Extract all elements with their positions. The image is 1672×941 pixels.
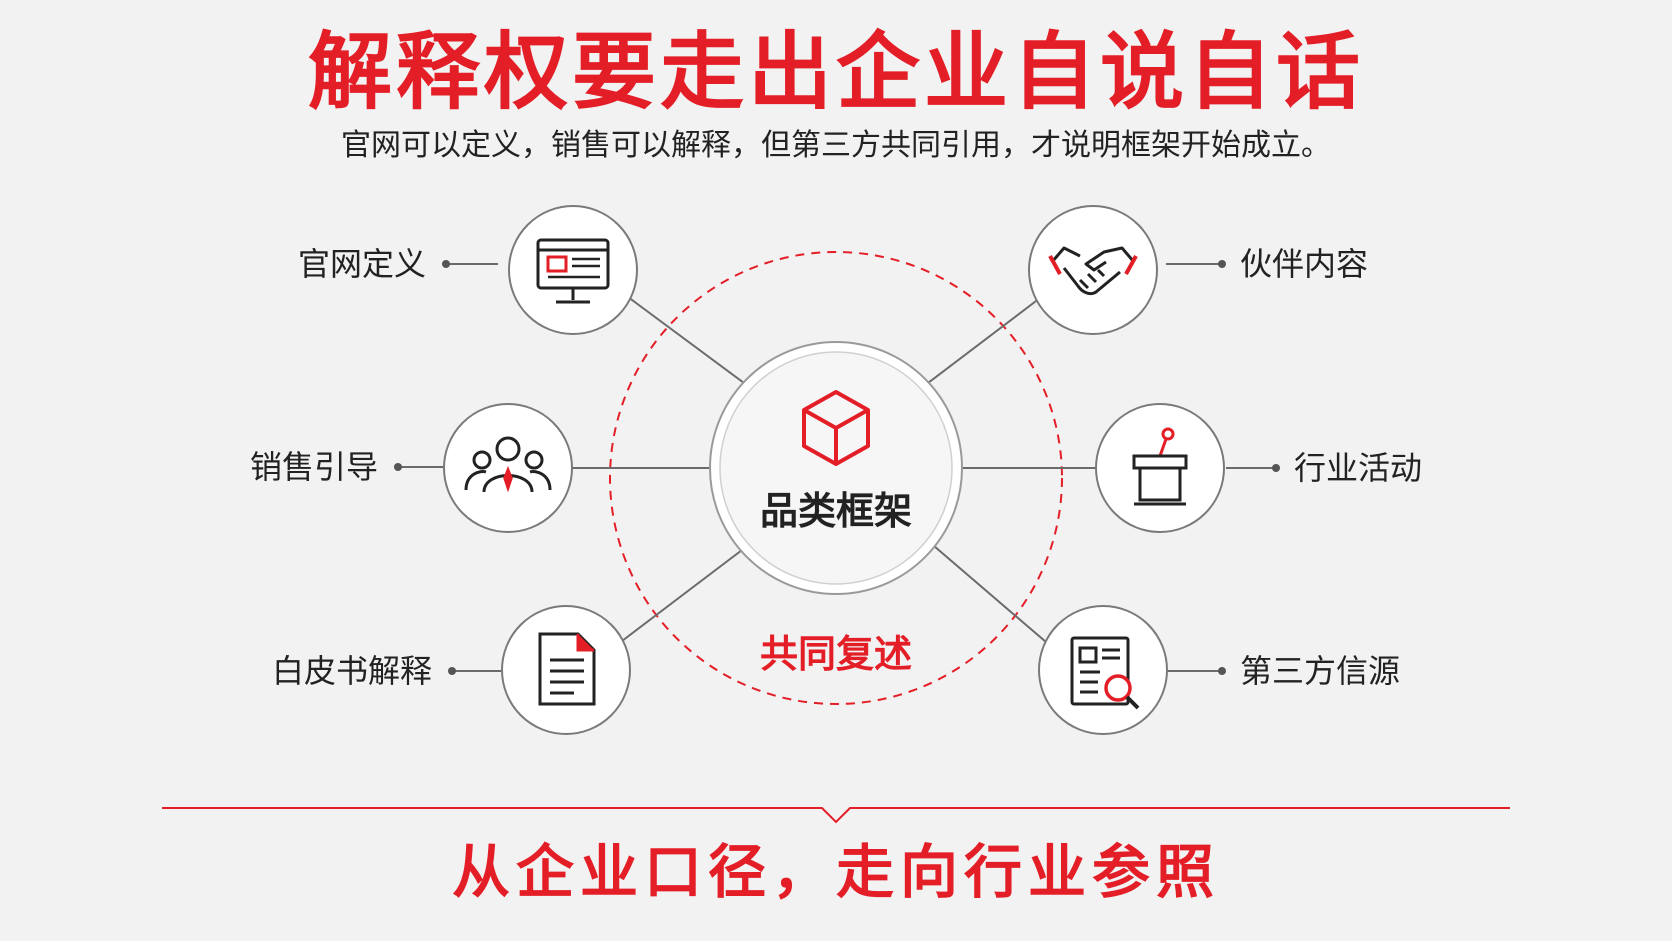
document-icon — [538, 632, 596, 706]
cube-icon — [802, 390, 870, 466]
team-icon — [464, 436, 552, 493]
connector-lines — [566, 296, 1096, 643]
center-node — [709, 341, 963, 595]
ring-label: 共同复述 — [759, 632, 912, 676]
page-subtitle: 官网可以定义，销售可以解释，但第三方共同引用，才说明框架开始成立。 — [341, 128, 1331, 163]
label-connectors — [394, 260, 1280, 675]
label-sales: 销售引导 — [249, 448, 378, 486]
node-circle-partner — [1028, 205, 1158, 335]
page-title: 解释权要走出企业自说自话 — [307, 23, 1364, 121]
label-website: 官网定义 — [297, 245, 426, 283]
handshake-icon — [1048, 246, 1138, 296]
footer-tagline: 从企业口径，走向行业参照 — [451, 838, 1220, 906]
node-circle-thirdparty — [1038, 605, 1168, 735]
label-whitepaper: 白皮书解释 — [271, 652, 432, 690]
consensus-ring — [609, 251, 1063, 705]
node-circle-whitepaper — [501, 605, 631, 735]
center-label: 品类框架 — [759, 489, 912, 533]
report-search-icon — [1070, 636, 1140, 710]
node-circle-event — [1095, 403, 1225, 533]
monitor-icon — [536, 238, 610, 304]
label-thirdparty: 第三方信源 — [1240, 652, 1401, 690]
node-circle-website — [508, 205, 638, 335]
label-event: 行业活动 — [1294, 449, 1423, 487]
footer-divider — [162, 807, 1510, 824]
podium-icon — [1132, 427, 1188, 506]
label-partner: 伙伴内容 — [1240, 245, 1369, 283]
node-circle-sales — [443, 403, 573, 533]
